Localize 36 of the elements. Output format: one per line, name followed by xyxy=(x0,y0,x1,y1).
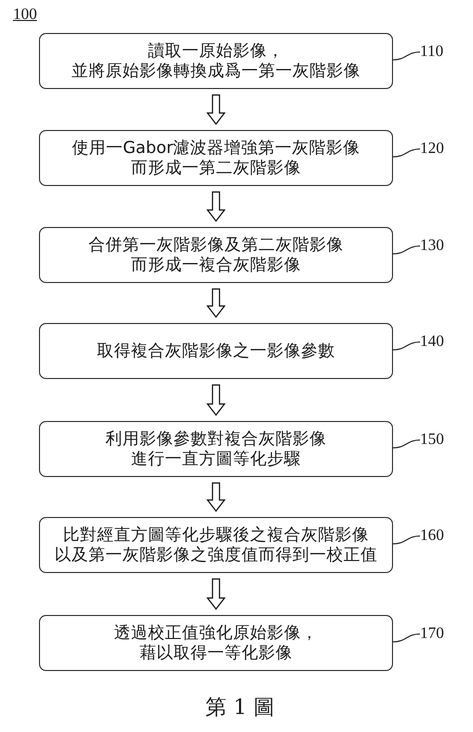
process-box xyxy=(39,517,393,573)
hollow-arrow xyxy=(206,482,226,512)
process-box xyxy=(39,227,393,283)
hollow-arrow xyxy=(206,384,226,416)
process-box xyxy=(39,323,393,379)
reference-numeral: 160 xyxy=(420,527,444,545)
process-box xyxy=(39,33,393,89)
step-text: 取得複合灰階影像之一影像參數 xyxy=(97,341,335,361)
step-text: 比對經直方圖等化步驟後之複合灰階影像以及第一灰階影像之強度值而得到一校正值 xyxy=(54,525,378,565)
figure-caption: 第 1 圖 xyxy=(206,695,274,719)
leader-line xyxy=(392,245,420,254)
leader-line xyxy=(392,439,420,448)
reference-numeral: 120 xyxy=(420,140,444,158)
step-text: 透過校正值強化原始影像，藉以取得一等化影像 xyxy=(114,623,318,663)
hollow-arrow xyxy=(206,578,226,610)
reference-numeral: 140 xyxy=(420,333,444,351)
leader-line xyxy=(392,148,420,158)
hollow-arrow xyxy=(206,288,226,318)
reference-numeral: 170 xyxy=(420,625,444,643)
leader-line xyxy=(392,535,420,544)
process-box xyxy=(39,130,393,186)
step-text: 利用影像參數對複合灰階影像進行一直方圖等化步驟 xyxy=(106,429,326,469)
reference-numeral: 110 xyxy=(420,43,444,61)
hollow-arrow xyxy=(206,94,226,125)
leader-line xyxy=(392,633,420,642)
leader-line xyxy=(392,341,420,350)
step-text: 合併第一灰階影像及第二灰階影像而形成一複合灰階影像 xyxy=(88,235,344,275)
reference-numeral: 130 xyxy=(420,237,444,255)
step-text: 使用一Gabor濾波器增強第一灰階影像而形成一第二灰階影像 xyxy=(72,138,360,178)
step-text: 讀取一原始影像，並將原始影像轉換成爲一第一灰階影像 xyxy=(72,41,360,81)
figure-number: 100 xyxy=(13,6,37,24)
reference-numeral: 150 xyxy=(420,431,444,449)
leader-line xyxy=(392,51,420,60)
hollow-arrow xyxy=(206,191,226,222)
process-box xyxy=(39,615,393,671)
process-box xyxy=(39,421,393,477)
